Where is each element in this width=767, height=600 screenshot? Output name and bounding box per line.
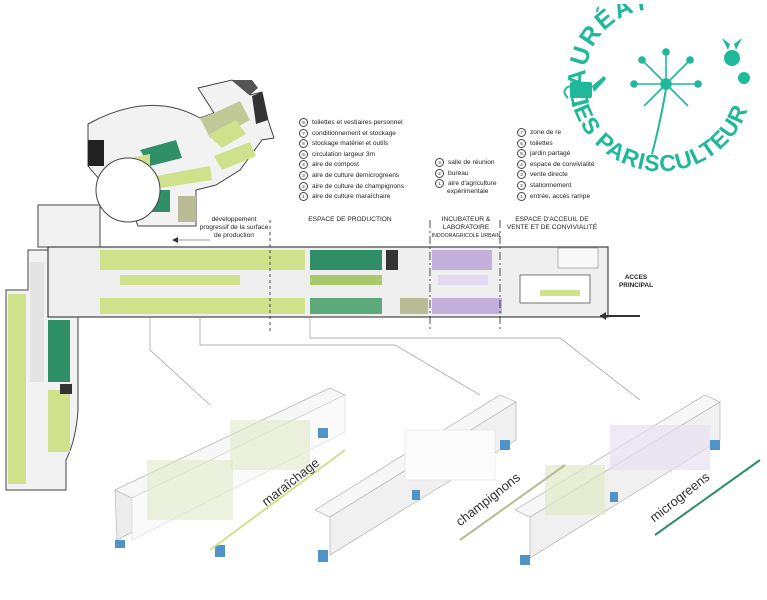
ramp-building [87,79,275,227]
legend-item: 5 jardin partagé [517,149,595,160]
legend-item: expérimentale [435,187,497,198]
legend-label: aire de culture maraîchaire [312,193,391,201]
legend-label: expérimentale [447,187,489,195]
legend-label: espace de convivialité [530,160,595,168]
acces-principal-label: ACCES PRINCIPAL [619,274,653,289]
legend-item: 4 aire de compost [299,160,404,171]
legend-item: 7 conditionnement et stockage [299,128,404,140]
legend-item: 6 toilettes [517,138,595,150]
main-building [47,220,640,332]
legend-label: entrée, accès rampe [530,192,591,200]
legend-number: 6 [299,139,308,149]
legend-number: 5 [517,149,526,159]
legend-production: 8 toilettes et vestiaires personnel 7 cond… [299,118,404,203]
legend-label: vente directe [530,171,568,179]
legend-item: 3 aire de culture demicrogreens [299,170,404,182]
legend-number: 6 [517,138,526,148]
zone-label-incubateur: INCUBATEUR & LABORATOIRE INDOORAGRICOLE … [430,216,502,240]
legend-item: 5 circulation largeur 3m [299,149,404,161]
zone-label-production: ESPACE DE PRODUCTION [308,216,392,223]
dandelion-icon [630,48,702,155]
zone-label-accueil: ESPACE D'ACCEUIL DE VENTE ET DE CONVIVIA… [506,216,598,231]
legend-label: bureau [448,169,469,177]
underline-maraichage [209,449,346,551]
axo-champignons [314,394,517,562]
zone-title: INCUBATEUR & LABORATOIRE [441,216,491,231]
legend-label: circulation largeur 3m [312,150,376,158]
legend-accueil: 7 zone de re 6 toilettes 5 jardin partagé 4… [517,128,595,202]
zone-label-developpement: développement progressif de la surface d… [199,216,269,239]
legend-label: jardin partagé [530,150,571,158]
legend-label: aire de culture de champignons [312,182,405,190]
leader-lines [149,318,641,406]
legend-item: 3 salle de réunion [435,158,497,169]
legend-number: 4 [299,160,308,170]
legend-number: 2 [517,180,526,190]
underline-champignons [459,464,566,541]
legend-number: 5 [299,149,308,159]
legend-number: 1 [299,192,308,202]
legend-number: 2 [435,168,444,178]
legend-number: 8 [299,118,308,127]
legend-number: 1 [517,191,526,201]
legend-item: 2 bureau [435,168,497,180]
legend-item: 2 aire de culture de champignons [299,181,405,193]
legend-item: 2 stationnement [517,180,595,192]
legend-number: 3 [517,170,526,180]
connector-corridor [37,204,101,248]
axo-microgreens [514,394,721,565]
radish-icon [722,38,750,84]
legend-item: 4 espace de convivialité [517,159,595,171]
laureat-badge: LAURÉAT LES PARISCULTEURS [556,4,752,177]
legend-label: stationnement [530,181,572,189]
legend-label: zone de re [530,129,562,136]
legend-label: stockage matériel et outils [312,140,389,148]
zone-subtitle: INDOORAGRICOLE URBAIN [431,233,501,239]
legend-label: toilettes et vestiaires personnel [312,119,403,126]
legend-label: aire de compost [312,161,359,169]
legend-label: salle de réunion [448,159,495,166]
legend-label: conditionnement et stockage [312,129,396,137]
legend-number: 7 [299,128,308,138]
legend-item: 8 toilettes et vestiaires personnel [299,118,404,129]
legend-number: 4 [517,159,526,169]
legend-number: 1 [435,179,444,189]
legend-item: 7 zone de re [517,128,595,139]
legend-label: aire de culture demicrogreens [312,171,400,179]
legend-label: aire d'agriculture [448,180,497,188]
legend-incubateur: 3 salle de réunion 2 bureau 1 aire d'agricu… [435,158,497,197]
legend-item: 1 aire d'agriculture [435,179,497,190]
legend-label: toilettes [530,139,553,147]
underline-microgreens [654,459,761,536]
legend-item: 3 vente directe [517,170,595,181]
legend-number: 3 [299,170,308,180]
legend-item: 1 aire de culture maraîchaire [299,192,404,203]
legend-item: 1 entrée, accès rampe [517,191,595,203]
legend-item: 6 stockage matériel et outils [299,139,404,150]
legend-number: 2 [299,181,308,191]
axo-maraichage [114,387,346,557]
legend-number: 7 [517,128,526,137]
watering-can-icon [563,76,606,99]
legend-number: 3 [435,158,444,167]
